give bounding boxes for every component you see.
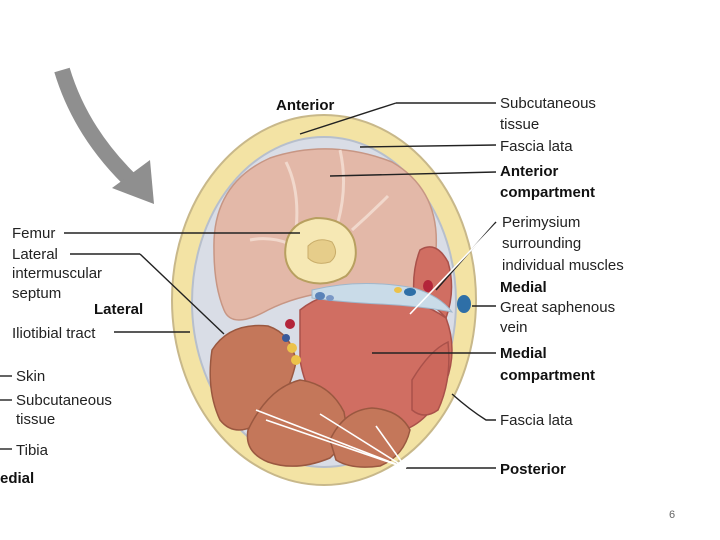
label-medial-compartment-2: compartment [500, 367, 595, 384]
label-lateral-intermuscular-septum: Lateral [12, 246, 58, 263]
label-medial: Medial [500, 279, 547, 296]
label-subcutaneous-tissue-top-2: tissue [500, 116, 539, 133]
label-subcutaneous-tissue-left: Subcutaneous [16, 392, 112, 409]
vessel-fascia-sheet [311, 282, 454, 313]
label-posterior: Posterior [500, 461, 566, 478]
label-subcutaneous-tissue-top: Subcutaneous [500, 95, 596, 112]
anterior-muscle-septa [249, 149, 390, 246]
direction-arrow [54, 67, 154, 204]
sciatic-bundle [282, 319, 301, 365]
label-fascia-lata-top: Fascia lata [500, 138, 573, 155]
posterior-compartment-right [329, 407, 411, 468]
label-perimysium-3: individual muscles [502, 257, 624, 274]
label-medial-compartment: Medial [500, 345, 547, 362]
label-medial-cut: edial [0, 470, 34, 487]
femur-marrow [307, 239, 336, 264]
label-anterior-compartment-2: compartment [500, 184, 595, 201]
label-lateral-intermuscular-septum-2: intermuscular [12, 265, 102, 282]
label-iliotibial-tract: Iliotibial tract [12, 325, 96, 342]
medial-muscle-slender [411, 340, 450, 416]
page-number: 6 [669, 509, 675, 521]
label-lateral-intermuscular-septum-3: septum [12, 285, 61, 302]
medial-muscle-small [412, 246, 453, 320]
label-anterior-compartment: Anterior [500, 163, 559, 180]
label-subcutaneous-tissue-left-2: tissue [16, 411, 55, 428]
femoral-vessels [315, 280, 433, 301]
great-saphenous-vein [457, 295, 471, 313]
label-great-saphenous-vein-2: vein [500, 319, 528, 336]
label-perimysium: Perimysium [502, 214, 580, 231]
label-tibia: Tibia [16, 442, 49, 459]
label-skin: Skin [16, 368, 45, 385]
label-great-saphenous-vein: Great saphenous [500, 299, 615, 316]
label-femur: Femur [12, 225, 55, 242]
label-perimysium-2: surrounding [502, 235, 581, 252]
label-anterior: Anterior [276, 97, 335, 114]
label-lateral: Lateral [94, 301, 143, 318]
label-fascia-lata-bottom: Fascia lata [500, 412, 573, 429]
